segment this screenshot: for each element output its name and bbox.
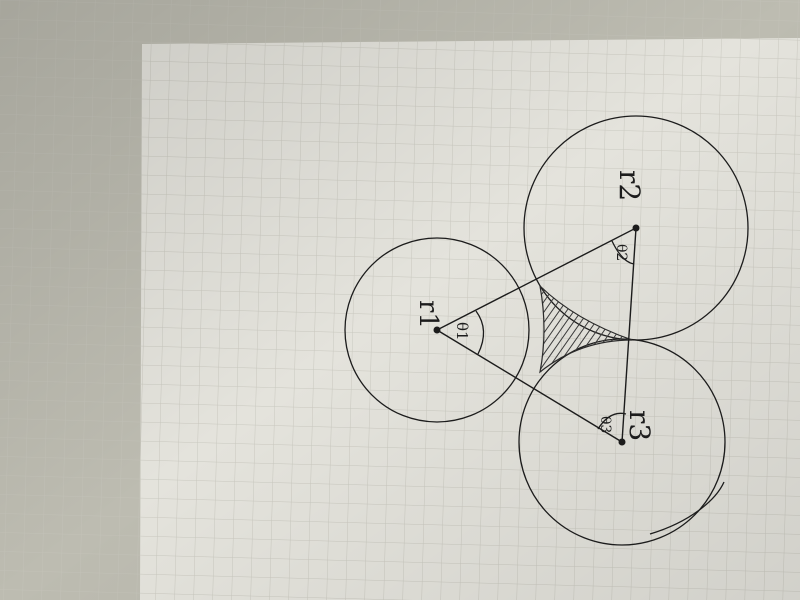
shaded-region (539, 284, 633, 374)
label-r2: r2 (613, 170, 646, 201)
center-dot-2 (632, 224, 640, 232)
center-dot-3 (618, 438, 626, 446)
label-theta2: θ2 (613, 244, 629, 261)
angle-arc-1 (475, 310, 485, 355)
label-theta1: θ1 (453, 322, 471, 341)
angle-arc-2 (611, 240, 635, 265)
center-triangle (435, 226, 637, 444)
center-dot-1 (433, 326, 441, 334)
label-r3: r3 (623, 410, 656, 441)
circle-r1 (344, 237, 530, 423)
angle-arc-3 (597, 412, 627, 430)
label-theta3: θ3 (597, 416, 613, 433)
label-r1: r1 (413, 300, 443, 329)
